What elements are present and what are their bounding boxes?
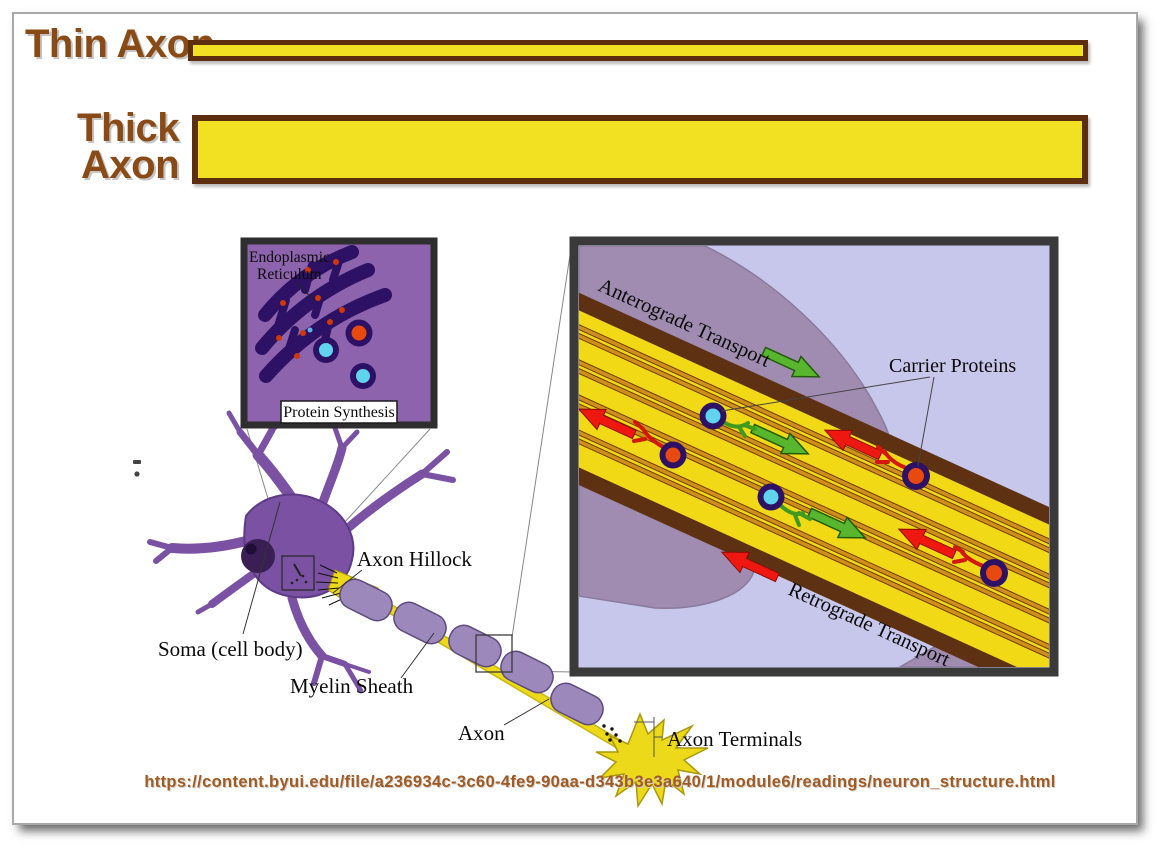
transport-inset-frame (569, 236, 1059, 677)
carrier-proteins-label: Carrier Proteins (889, 355, 1016, 377)
axon-hillock-label: Axon Hillock (357, 547, 472, 571)
er-leader-lines (246, 428, 431, 559)
vesicle-dynein-orange-1 (632, 420, 687, 469)
protein-synthesis-caption: Protein Synthesis (283, 404, 395, 421)
er-vesicle-orange (345, 319, 373, 347)
axon-terminal-shape (595, 711, 709, 809)
vesicle-kinesin-cyan-2 (757, 483, 812, 527)
retrograde-arrows (579, 408, 957, 583)
er-label-line2: Reticulum (257, 266, 322, 283)
source-url: https://content.byui.edu/file/a236934c-3… (144, 773, 1056, 791)
protein-synthesis-box (280, 400, 398, 424)
er-inset: Endoplasmic Reticulum Protein Synthesis (240, 237, 438, 429)
myelin-sheath-leader (400, 632, 435, 679)
green-arrow (760, 346, 821, 378)
microtubule-tracks (579, 274, 1049, 667)
carrier-proteins-leaders (721, 376, 935, 467)
vesicle-dynein-orange-2 (875, 445, 930, 490)
thick-axon-label-line2: Axon (81, 143, 180, 187)
thin-axon-label: Thin Axon (25, 22, 215, 66)
retrograde-transport-label: Retrograde Transport (785, 579, 953, 672)
myelin-region-bottom-right (898, 579, 1049, 667)
vesicle-kinesin-cyan-1 (699, 402, 757, 438)
hillock-spikes (315, 564, 345, 606)
myelin-region-bottom-left (579, 461, 756, 609)
axon-fiber (347, 580, 645, 763)
myelin-segment (393, 601, 447, 645)
er-ribosome-dots (276, 259, 345, 359)
nucleus (241, 539, 275, 573)
red-arrow (720, 551, 780, 583)
myelin-segments (339, 578, 604, 726)
green-arrow (749, 423, 810, 455)
page-artifact-marks (133, 460, 141, 477)
er-label-line1: Endoplasmic (249, 249, 330, 266)
myelin-segment (550, 682, 604, 726)
thick-axon-bar (192, 115, 1088, 184)
slide: Thin Axon Thick Axon (12, 12, 1138, 825)
dendrites (147, 407, 456, 694)
myelin-region-top (579, 246, 892, 442)
myelin-segment (500, 650, 554, 694)
thick-axon-label: Thick Axon (60, 106, 180, 187)
axon-band-yellow (579, 263, 1049, 667)
green-arrow (806, 507, 867, 539)
red-arrow (579, 408, 637, 440)
axon-band-edge-bottom (579, 393, 1049, 667)
anterograde-transport-label: Anterograde Transport (595, 275, 774, 372)
terminal-dots (602, 724, 622, 743)
axon-terminals-label: Axon Terminals (667, 727, 802, 751)
thick-axon-label-line1: Thick (77, 106, 179, 150)
soma-leader (242, 501, 281, 635)
soma-body (243, 493, 355, 599)
myelin-segment (339, 578, 393, 622)
er-blue-dot (307, 327, 313, 333)
axon-leader (503, 698, 550, 726)
er-tubes (255, 245, 392, 383)
axon-terminals-bracket (634, 717, 662, 757)
nucleolus (245, 543, 257, 555)
axon-band (579, 248, 1049, 667)
axon-zoom-box (475, 634, 513, 673)
soma-zoom-box (281, 555, 315, 591)
neuron (147, 407, 709, 809)
axon-band-edge-top (579, 248, 1049, 629)
vesicle-dynein-orange-3 (952, 545, 1008, 587)
er-inset-frame (240, 237, 438, 429)
neuron-label-group: Axon Hillock Soma (cell body) Myelin She… (158, 501, 802, 757)
anterograde-arrows (749, 346, 867, 539)
myelin-segment (448, 624, 502, 668)
axon-hillock-shape (327, 569, 383, 605)
red-arrow (823, 429, 883, 461)
er-vesicle-cyan-1 (313, 337, 339, 363)
red-arrow (897, 528, 957, 560)
axon-hillock-leader (332, 569, 363, 594)
soma-zoom-box-sketch (290, 563, 308, 585)
axon-inset-leader-lines (511, 241, 575, 673)
carrier-vesicles (632, 402, 1008, 587)
axon-fiber-core (348, 581, 644, 762)
axon-label: Axon (458, 721, 505, 745)
transport-inset: Anterograde Transport Retrograde Transpo… (569, 236, 1059, 677)
er-label-leader (296, 281, 315, 302)
soma-label: Soma (cell body) (158, 637, 303, 661)
er-vesicle-cyan-2 (350, 363, 376, 389)
thin-axon-bar (188, 40, 1088, 61)
myelin-sheath-label: Myelin Sheath (290, 674, 414, 698)
